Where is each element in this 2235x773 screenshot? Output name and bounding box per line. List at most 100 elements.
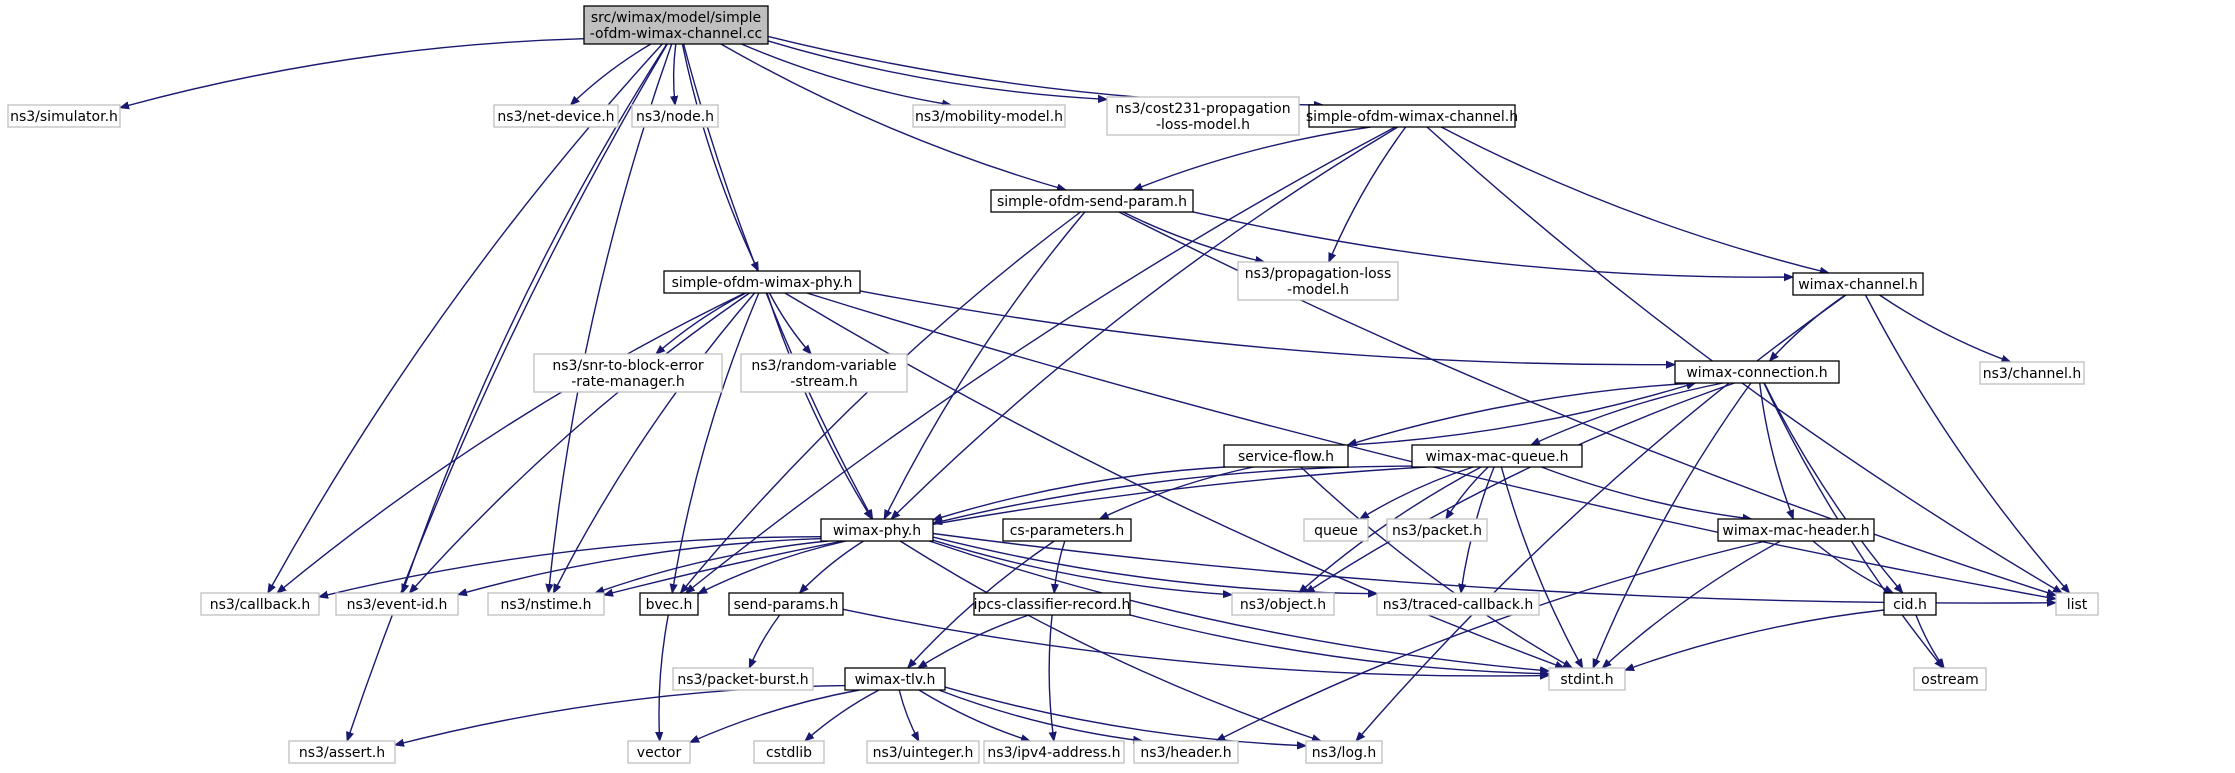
edge-wtlv-to-cstdlib xyxy=(805,689,880,741)
edge-root-to-mobility xyxy=(741,43,951,105)
node-wphy[interactable]: wimax-phy.h xyxy=(820,518,934,542)
edge-sowc-to-sosp xyxy=(1133,126,1371,191)
node-label-object: ns3/object.h xyxy=(1240,597,1326,613)
node-cid[interactable]: cid.h xyxy=(1883,592,1937,616)
node-header: ns3/header.h xyxy=(1133,740,1239,764)
edge-wtlv-to-log xyxy=(944,686,1306,746)
node-box-tcb xyxy=(1376,592,1540,616)
node-label-sosp: simple-ofdm-send-param.h xyxy=(997,194,1187,210)
node-wtlv[interactable]: wimax-tlv.h xyxy=(844,667,946,691)
node-box-cid xyxy=(1883,592,1937,616)
node-cstdlib: cstdlib xyxy=(753,740,825,764)
edge-sflow-to-stdint xyxy=(1300,466,1572,669)
node-label-ipv4: ns3/ipv4-address.h xyxy=(987,745,1120,761)
node-csparam[interactable]: cs-parameters.h xyxy=(1002,518,1132,542)
edge-wphy-to-bvec xyxy=(698,540,847,595)
node-box-csparam xyxy=(1002,518,1132,542)
node-label-wtlv: wimax-tlv.h xyxy=(855,672,936,688)
node-box-packet xyxy=(1386,518,1488,542)
edge-sowp-to-nstime xyxy=(552,292,756,593)
edge-wphy-to-callback xyxy=(319,536,822,597)
edge-csparam-to-ipcs xyxy=(1054,540,1066,593)
edge-sowp-to-snr xyxy=(656,292,747,354)
node-label-wconn: wimax-connection.h xyxy=(1686,365,1827,381)
node-box-wphy xyxy=(820,518,934,542)
node-label-simulator: ns3/simulator.h xyxy=(10,109,118,125)
edge-wmh-to-cid xyxy=(1812,540,1893,594)
node-sowp[interactable]: simple-ofdm-wimax-phy.h xyxy=(663,270,861,294)
node-box-mobility xyxy=(912,104,1066,128)
node-box-simulator xyxy=(7,104,121,128)
edge-wphy-to-log xyxy=(899,540,1321,741)
node-list: list xyxy=(2055,592,2099,616)
node-box-header xyxy=(1133,740,1239,764)
node-label-log: ns3/log.h xyxy=(1312,745,1376,761)
node-ipcs[interactable]: ipcs-classifier-record.h xyxy=(973,592,1131,616)
edge-wchan-to-channel xyxy=(1879,294,2011,362)
edge-wtlv-to-vector xyxy=(690,689,860,744)
node-box-rvs xyxy=(740,353,908,393)
node-label-callback: ns3/callback.h xyxy=(210,597,310,613)
edge-sowc-to-bvec xyxy=(686,126,1396,593)
node-label-eventid: ns3/event-id.h xyxy=(347,597,448,613)
node-box-channel xyxy=(1979,361,2085,385)
node-sflow[interactable]: service-flow.h xyxy=(1223,444,1349,468)
node-sowc[interactable]: simple-ofdm-wimax-channel.h xyxy=(1306,104,1518,128)
node-wmh[interactable]: wimax-mac-header.h xyxy=(1717,518,1875,542)
node-label-rvs: ns3/random-variable xyxy=(751,358,896,374)
edge-wconn-to-stdint xyxy=(1592,382,1752,668)
node-sendparams[interactable]: send-params.h xyxy=(728,592,844,616)
edge-sowc-to-wphy xyxy=(891,126,1399,519)
node-wchan[interactable]: wimax-channel.h xyxy=(1792,272,1924,296)
edge-wmq-to-wphy xyxy=(933,465,1413,523)
node-label-vector: vector xyxy=(637,745,682,761)
edge-sendparams-to-pburst xyxy=(748,614,781,668)
node-sosp[interactable]: simple-ofdm-send-param.h xyxy=(990,189,1194,213)
node-bvec[interactable]: bvec.h xyxy=(639,592,699,616)
node-snr: ns3/snr-to-block-error-rate-manager.h xyxy=(533,353,723,393)
edge-root-to-sowp xyxy=(681,43,759,271)
node-label-node: ns3/node.h xyxy=(636,109,714,125)
node-label-wmq: wimax-mac-queue.h xyxy=(1425,449,1568,465)
edge-wmh-to-stdint xyxy=(1602,540,1781,668)
edge-wchan-to-wconn xyxy=(1770,294,1846,361)
edge-root-to-sosp xyxy=(720,43,1066,190)
edge-wmq-to-wmh xyxy=(1541,466,1751,519)
edge-sowp-to-callback xyxy=(277,292,746,593)
node-queue: queue xyxy=(1303,518,1369,542)
node-assert: ns3/assert.h xyxy=(288,740,396,764)
node-box-ipcs xyxy=(973,592,1131,616)
node-wmq[interactable]: wimax-mac-queue.h xyxy=(1411,444,1583,468)
node-box-sendparams xyxy=(728,592,844,616)
edge-sflow-to-wphy xyxy=(933,466,1226,520)
node-box-ipv4 xyxy=(983,740,1125,764)
node-label-cost231: ns3/cost231-propagation xyxy=(1115,101,1290,117)
node-label-netdevice: ns3/net-device.h xyxy=(497,109,614,125)
node-label-cstdlib: cstdlib xyxy=(766,745,812,761)
edge-sosp-to-wphy xyxy=(883,211,1086,519)
edge-sowc-to-proploss xyxy=(1328,126,1407,262)
node-box-sosp xyxy=(990,189,1194,213)
node-object: ns3/object.h xyxy=(1231,592,1335,616)
node-box-sflow xyxy=(1223,444,1349,468)
node-label-csparam: cs-parameters.h xyxy=(1010,523,1125,539)
edge-sosp-to-proploss xyxy=(1122,211,1264,262)
node-label-proploss: ns3/propagation-loss xyxy=(1245,266,1392,282)
node-label-snr: ns3/snr-to-block-error xyxy=(552,358,704,374)
edge-wphy-to-object xyxy=(932,539,1232,595)
node-box-object xyxy=(1231,592,1335,616)
node-root[interactable]: src/wimax/model/simple-ofdm-wimax-channe… xyxy=(583,5,769,45)
node-label-ostream: ostream xyxy=(1921,672,1979,688)
node-box-log xyxy=(1305,740,1383,764)
node-label-wmh: wimax-mac-header.h xyxy=(1722,523,1869,539)
node-box-vector xyxy=(627,740,691,764)
edge-sowp-to-rvs xyxy=(768,292,812,354)
node-label-root: -ofdm-wimax-channel.cc xyxy=(590,26,763,42)
node-wconn[interactable]: wimax-connection.h xyxy=(1674,360,1840,384)
edge-sflow-to-wconn xyxy=(1347,383,1696,446)
edge-wconn-to-wmh xyxy=(1759,382,1794,519)
edge-wmq-to-packet xyxy=(1446,466,1489,519)
node-box-eventid xyxy=(335,592,459,616)
node-label-stdint: stdint.h xyxy=(1560,672,1613,688)
node-box-wtlv xyxy=(844,667,946,691)
